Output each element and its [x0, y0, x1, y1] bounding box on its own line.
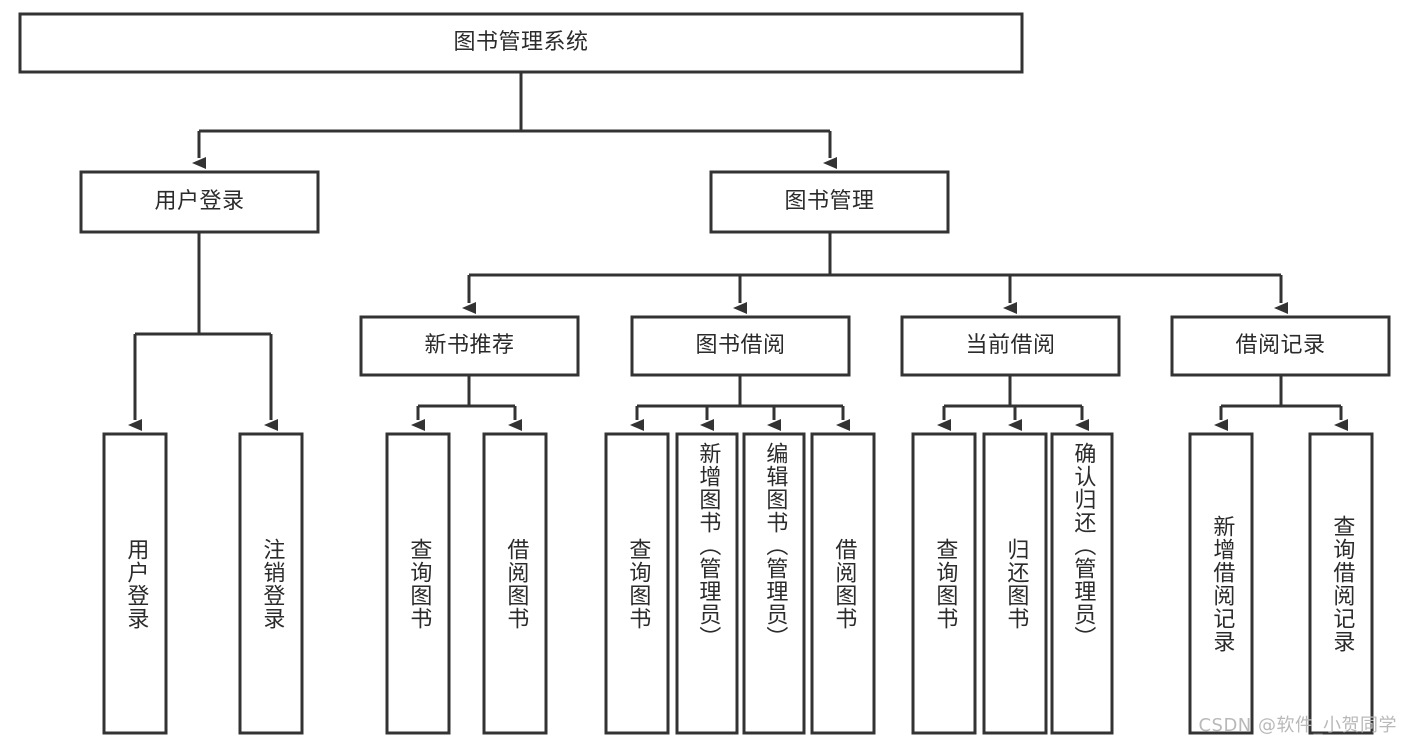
- node-box-leaf-user-login[interactable]: [102, 432, 168, 735]
- node-box-leaf-query-record[interactable]: [1308, 432, 1374, 735]
- connector-current-borrow-bus: [944, 375, 1082, 408]
- node-box-book-manage[interactable]: [709, 170, 950, 234]
- node-box-leaf-add-book[interactable]: [675, 432, 739, 735]
- node-box-leaf-return-book[interactable]: [982, 432, 1048, 735]
- node-box-leaf-logout[interactable]: [238, 432, 304, 735]
- node-box-leaf-add-record[interactable]: [1188, 432, 1254, 735]
- node-box-leaf-edit-book[interactable]: [742, 432, 806, 735]
- connector-user-login-bus: [135, 232, 271, 336]
- connector-new-book-recommend-bus: [418, 375, 515, 408]
- node-box-user-login[interactable]: [79, 170, 320, 234]
- node-box-borrow-record[interactable]: [1170, 315, 1391, 377]
- node-box-root[interactable]: [18, 12, 1024, 74]
- connector-book-borrow-bus: [637, 375, 843, 408]
- node-box-book-borrow[interactable]: [630, 315, 851, 377]
- connector-root-bus: [199, 72, 830, 133]
- node-box-leaf-query-book-2[interactable]: [604, 432, 670, 735]
- node-box-new-book-recommend[interactable]: [359, 315, 580, 377]
- node-box-leaf-borrow-book-2[interactable]: [810, 432, 876, 735]
- node-box-leaf-query-book-1[interactable]: [385, 432, 451, 735]
- node-box-current-borrow[interactable]: [900, 315, 1121, 377]
- connector-borrow-record-bus: [1221, 375, 1341, 408]
- node-box-leaf-confirm-return[interactable]: [1050, 432, 1114, 735]
- node-box-leaf-query-book-3[interactable]: [911, 432, 977, 735]
- csdn-watermark: CSDN @软件_小贺同学: [1198, 715, 1397, 736]
- node-box-leaf-borrow-book-1[interactable]: [482, 432, 548, 735]
- connector-book-manage-bus: [469, 232, 1281, 277]
